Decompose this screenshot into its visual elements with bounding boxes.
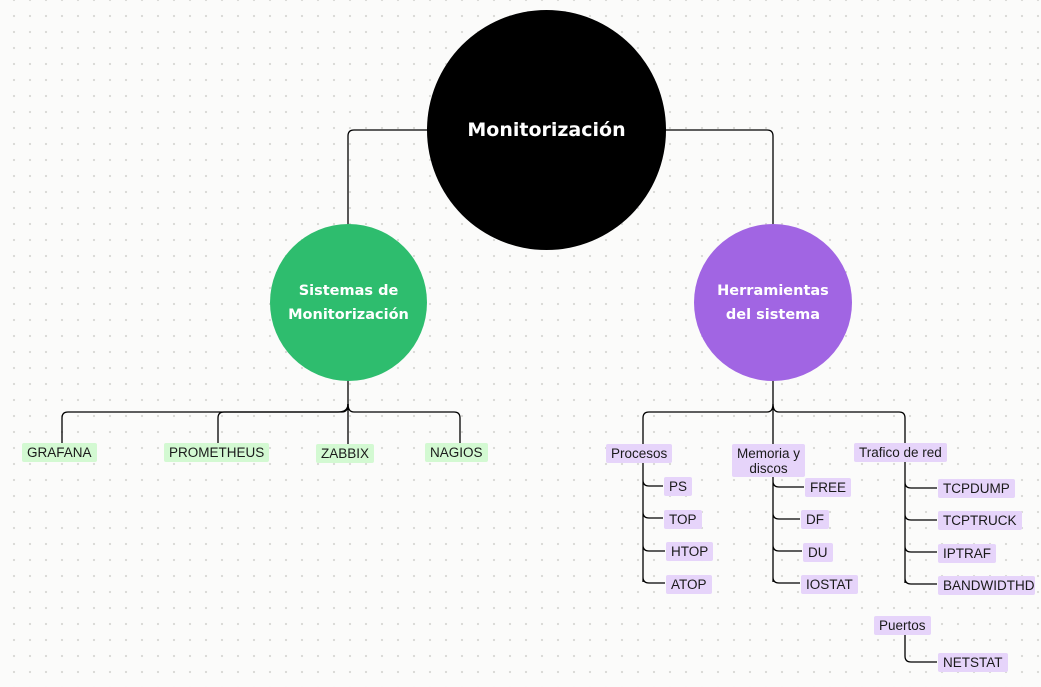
- tag-memoria-y-discos[interactable]: Memoria y discos: [732, 444, 806, 477]
- connector-root-sistemas: [347, 129, 429, 226]
- connector-root-herramientas: [664, 129, 774, 226]
- connector-herramientas-bus: [642, 380, 906, 444]
- connector-procesos-children: [642, 462, 665, 584]
- tag-df[interactable]: DF: [801, 510, 829, 529]
- root-node-label: Monitorización: [467, 119, 626, 141]
- tag-top[interactable]: TOP: [664, 510, 702, 529]
- tag-bandwidthd[interactable]: BANDWIDTHD: [938, 576, 1035, 595]
- tag-du[interactable]: DU: [803, 543, 833, 562]
- tag-nagios[interactable]: NAGIOS: [425, 443, 488, 462]
- node-herramientas-label: Herramientas del sistema: [717, 282, 829, 323]
- tag-free[interactable]: FREE: [805, 478, 852, 497]
- node-herramientas-del-sistema[interactable]: Herramientas del sistema: [694, 224, 852, 381]
- tag-tcptruck[interactable]: TCPTRUCK: [938, 511, 1022, 530]
- connector-prometheus: [217, 403, 349, 444]
- tag-puertos[interactable]: Puertos: [874, 616, 931, 635]
- tag-netstat[interactable]: NETSTAT: [938, 653, 1008, 672]
- root-node-monitorizacion[interactable]: Monitorización: [427, 10, 666, 250]
- connector-memoria-children: [772, 477, 804, 584]
- tag-prometheus[interactable]: PROMETHEUS: [164, 443, 270, 462]
- tag-iostat[interactable]: IOSTAT: [801, 575, 858, 594]
- tag-zabbix[interactable]: ZABBIX: [316, 444, 375, 463]
- node-sistemas-de-monitorizacion[interactable]: Sistemas de Monitorización: [270, 224, 427, 381]
- tag-htop[interactable]: HTOP: [666, 542, 714, 561]
- tag-ps[interactable]: PS: [664, 477, 693, 496]
- tag-trafico-de-red[interactable]: Trafico de red: [854, 443, 947, 462]
- tag-iptraf[interactable]: IPTRAF: [938, 544, 997, 563]
- connector-sistemas-bus: [61, 380, 461, 444]
- connector-puertos-children: [904, 634, 937, 663]
- node-sistemas-label: Sistemas de Monitorización: [288, 282, 409, 323]
- connector-trafico-children: [904, 461, 937, 585]
- tag-grafana[interactable]: GRAFANA: [22, 443, 97, 462]
- tag-tcpdump[interactable]: TCPDUMP: [938, 479, 1015, 498]
- tag-procesos[interactable]: Procesos: [606, 444, 673, 463]
- tag-atop[interactable]: ATOP: [666, 575, 712, 594]
